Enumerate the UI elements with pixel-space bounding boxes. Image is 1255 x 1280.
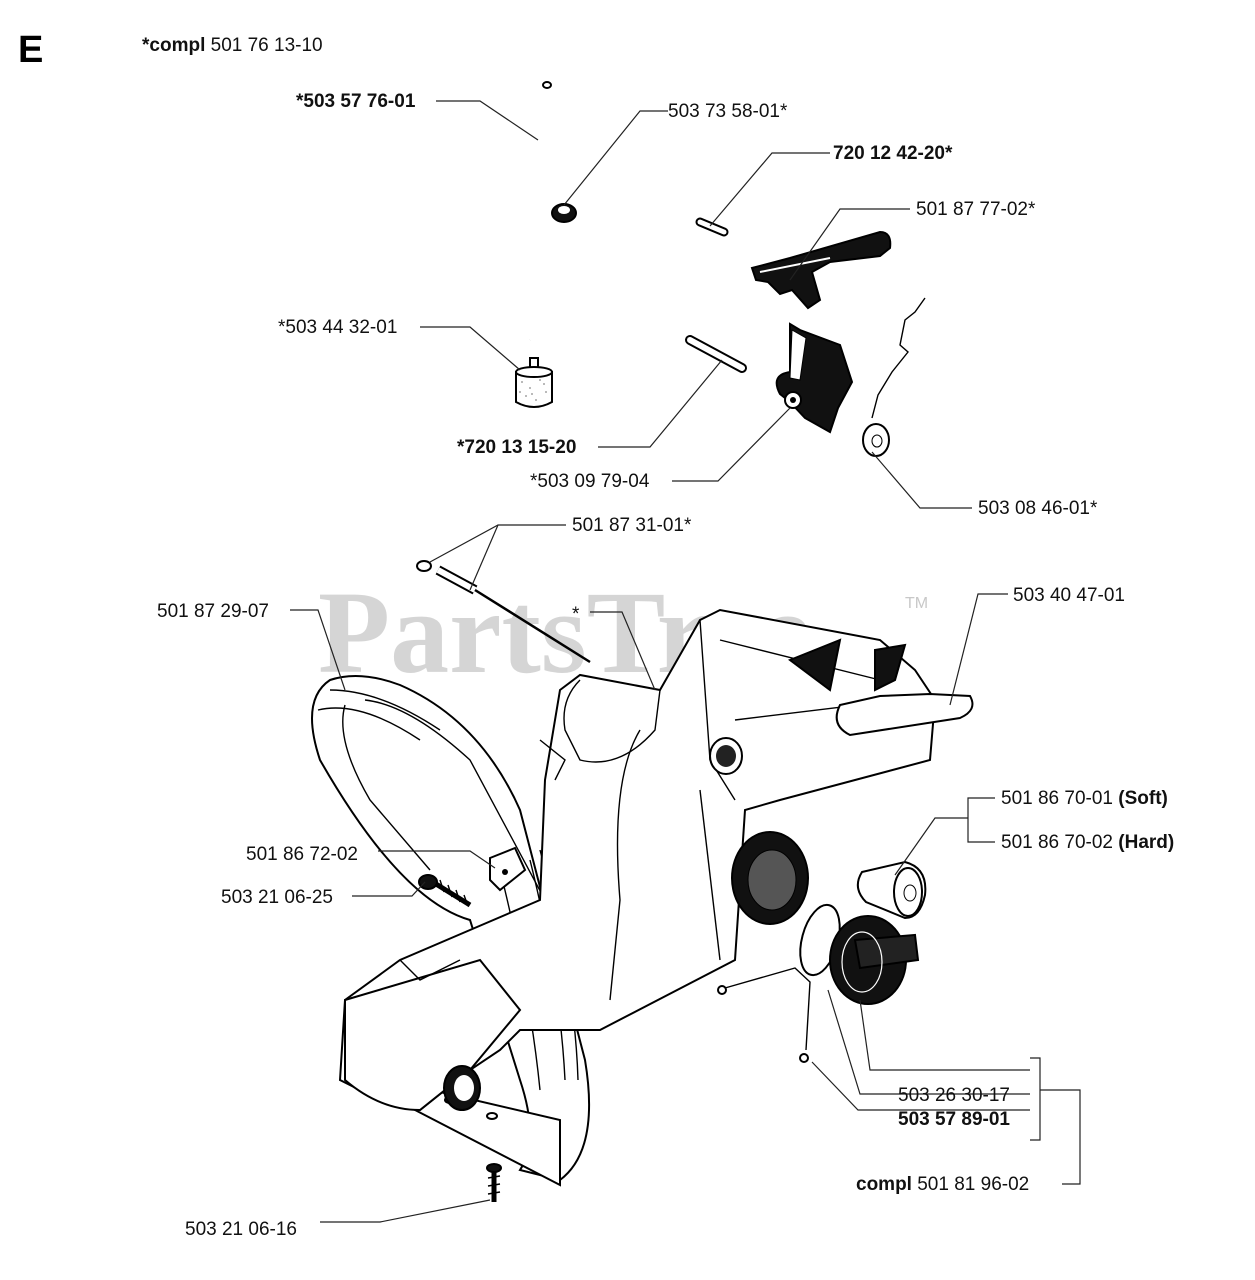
watermark-tm: TM [905, 595, 928, 612]
screw-lower-drawing [486, 1163, 502, 1202]
throttle-lockout-drawing [775, 322, 854, 434]
label-pin-lower: *720 13 15-20 [457, 437, 576, 458]
label-av-hard: 501 86 70-02 (Hard) [1001, 832, 1174, 853]
bracket-drawing [489, 846, 527, 892]
throttle-trigger-drawing [750, 230, 892, 310]
label-throttle-trigger: 501 87 77-02* [916, 199, 1036, 220]
label-stud: 501 87 31-01* [572, 515, 692, 536]
label-fuel-hose: *503 57 76-01 [296, 91, 416, 112]
label-bracket: 501 86 72-02 [246, 844, 358, 865]
stud-drawing [416, 560, 591, 664]
label-cap-compl: compl 501 81 96-02 [856, 1174, 1029, 1195]
label-cap-strap: 503 57 89-01 [898, 1109, 1010, 1130]
av-element-drawing [856, 860, 927, 920]
label-grommet: 503 73 58-01* [668, 101, 788, 122]
rear-trigger-guard-drawing [835, 692, 974, 737]
label-screw-lower: 503 21 06-16 [185, 1219, 297, 1240]
label-spring: 503 08 46-01* [978, 498, 1098, 519]
label-star: * [572, 604, 580, 625]
spring-drawing [862, 297, 926, 457]
pin-upper-drawing [695, 217, 729, 237]
label-screw-upper: 503 21 06-25 [221, 887, 333, 908]
label-pin-upper: 720 12 42-20* [833, 143, 953, 164]
label-rear-trigger-guard: 503 40 47-01 [1013, 585, 1125, 606]
strap-drawing [717, 967, 811, 1063]
section-letter: E [18, 29, 43, 71]
leader-lines [290, 100, 1081, 1223]
label-throttle-lockout: *503 09 79-04 [530, 471, 650, 492]
fuel-cap-drawing [829, 915, 920, 1005]
label-oring: 503 26 30-17 [898, 1085, 1010, 1106]
screw-upper-drawing [418, 874, 472, 908]
pin-lower-drawing [685, 335, 747, 373]
fuel-filter-drawing [515, 357, 553, 408]
header-label: *compl 501 76 13-10 [142, 35, 323, 56]
fuel-hose-drawing [511, 81, 573, 341]
label-front-handle: 501 87 29-07 [157, 601, 269, 622]
label-fuel-filter: *503 44 32-01 [278, 317, 397, 338]
grommet-drawing [551, 203, 577, 223]
label-av-soft: 501 86 70-01 (Soft) [1001, 788, 1168, 809]
housing-drawing [338, 608, 937, 1112]
